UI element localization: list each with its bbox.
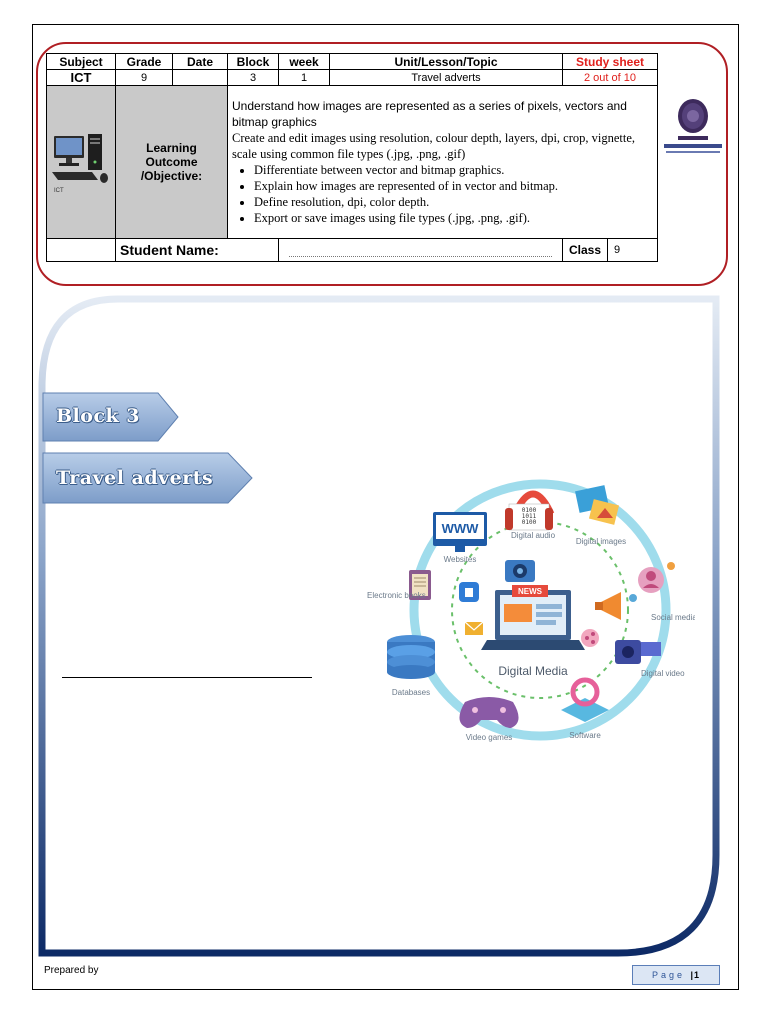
school-logo: [664, 99, 722, 153]
like-icon: [459, 582, 479, 602]
pc-caption: ICT: [54, 188, 64, 194]
page-number: 1: [694, 970, 701, 980]
class-cell: Class 9: [562, 238, 658, 262]
topic-value: Travel adverts: [329, 69, 563, 86]
values-row: ICT 9 3 1 Travel adverts 2 out of 10: [46, 69, 658, 86]
label-electronic-books: Electronic books: [367, 591, 426, 600]
computer-image-cell: ICT: [46, 85, 116, 239]
objective-bullet-1: Differentiate between vector and bitmap …: [254, 162, 653, 178]
news-label: NEWS: [518, 587, 543, 596]
images-icon: [575, 485, 620, 525]
class-label: Class: [563, 239, 608, 261]
grade-value: 9: [115, 69, 173, 86]
label-digital-video: Digital video: [641, 669, 685, 678]
label-databases: Databases: [392, 688, 430, 697]
prepared-by: Prepared by: [44, 965, 99, 976]
info-table: Subject Grade Date Block week Unit/Lesso…: [46, 53, 658, 262]
student-name-label: Student Name:: [115, 238, 279, 262]
gamepad-icon: [459, 697, 519, 728]
objective-bullet-2: Explain how images are represented of in…: [254, 178, 653, 194]
header-date: Date: [172, 53, 228, 70]
objectives-row: ICT Learning Outcome /Objective: Underst…: [46, 85, 658, 239]
header-frame: [36, 42, 728, 286]
megaphone-icon: [595, 592, 621, 620]
website-icon: WWW: [433, 512, 487, 552]
date-value: [172, 69, 228, 86]
header-week: week: [278, 53, 330, 70]
topic-ribbon-text: Travel adverts: [56, 467, 214, 489]
label-digital-images: Digital images: [576, 537, 626, 546]
video-icon: [615, 640, 661, 664]
label-social-media: Social media: [651, 613, 695, 622]
objective-bullet-3: Define resolution, dpi, color depth.: [254, 194, 653, 210]
main-frame: [38, 295, 720, 957]
block-value: 3: [227, 69, 279, 86]
header-subject: Subject: [46, 53, 116, 70]
software-icon: [561, 677, 609, 722]
database-icon: [387, 635, 435, 679]
objective-intro-1: Understand how images are represented as…: [232, 99, 627, 129]
label-video-games: Video games: [466, 733, 513, 742]
objectives-cell: Understand how images are represented as…: [227, 85, 658, 239]
laptop-icon: NEWS: [481, 585, 585, 650]
header-study-sheet: Study sheet: [562, 53, 658, 70]
block-ribbon-text: Block 3: [56, 405, 141, 427]
name-line: [62, 677, 312, 678]
learning-outcome-label: Learning Outcome /Objective:: [115, 85, 228, 239]
student-name-field[interactable]: [278, 238, 563, 262]
camera-icon: [505, 560, 535, 582]
social-media-icon: [629, 562, 675, 602]
mail-icon: [464, 621, 484, 635]
topic-ribbon: Travel adverts: [42, 452, 254, 504]
study-sheet-value: 2 out of 10: [562, 69, 658, 86]
objective-bullet-4: Export or save images using file types (…: [254, 210, 653, 226]
center-label: Digital Media: [498, 664, 568, 678]
page-border: [32, 24, 739, 990]
learning-outcome-text: Learning Outcome /Objective:: [140, 141, 203, 183]
objectives-list: Differentiate between vector and bitmap …: [232, 162, 653, 226]
class-value: 9: [614, 244, 621, 256]
computer-icon: ICT: [52, 133, 108, 194]
page-indicator: Page |1: [632, 965, 720, 985]
header-block: Block: [227, 53, 279, 70]
share-icon: [581, 629, 599, 647]
outer-ring: [409, 479, 671, 741]
header-topic: Unit/Lesson/Topic: [329, 53, 563, 70]
block-ribbon: Block 3: [42, 392, 182, 442]
objective-intro-2: Create and edit images using resolution,…: [232, 131, 636, 161]
header-grade: Grade: [115, 53, 173, 70]
student-row: Student Name: Class 9: [46, 238, 658, 262]
label-software: Software: [569, 731, 601, 740]
blank-cell: [46, 238, 116, 262]
ebook-icon: [409, 570, 431, 600]
subject-value: ICT: [46, 69, 116, 86]
header-row: Subject Grade Date Block week Unit/Lesso…: [46, 53, 658, 70]
www-label: WWW: [442, 521, 480, 536]
page-word: Page: [651, 970, 685, 980]
week-value: 1: [278, 69, 330, 86]
label-digital-audio: Digital audio: [511, 531, 556, 540]
label-websites: Websites: [444, 555, 477, 564]
